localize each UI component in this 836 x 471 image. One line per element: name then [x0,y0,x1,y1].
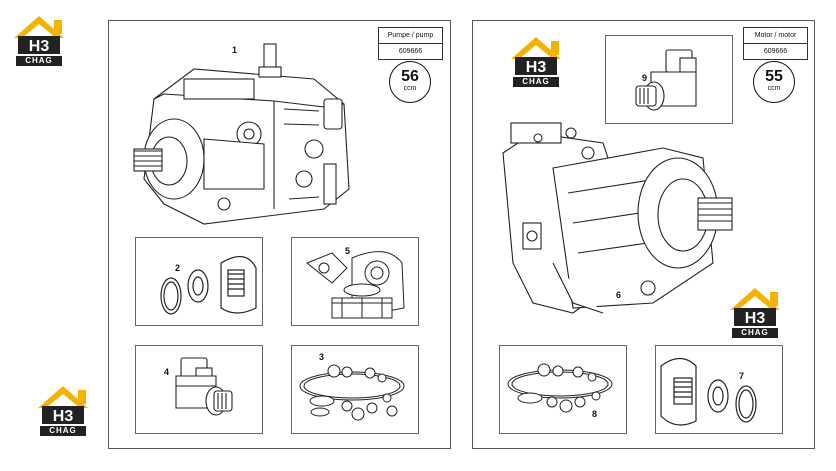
motor-sheet: Motor / motor 609666 55 ccm H3 CHAG [472,20,815,449]
motor-callout: 7 [739,371,745,381]
detail-frame-solenoid-motor: 9 [605,35,733,124]
motor-header-box: Motor / motor 609666 [743,27,808,60]
motor-assembly-drawing [502,122,733,314]
pump-sheet: Pumpe / pump 609666 56 ccm [108,20,451,449]
brand-logo-text: CHAG [25,56,53,65]
motor-header-title: Motor / motor [744,28,807,44]
brand-logo-text: CHAG [741,328,769,337]
brand-logo: H3 CHAG [726,286,784,340]
brand-logo: H3 CHAG [34,384,92,438]
detail-frame-seal-kit-motor: 8 [499,345,627,434]
brand-logo-icon: H3 [511,37,561,87]
detail-frame-circlip-pump: 2 [135,237,263,326]
detail-frame-seal-plate: 5 [291,237,419,326]
detail-frame-seal-kit-pump: 3 [291,345,419,434]
circlip-drawing [660,357,757,426]
brand-logo: H3 CHAG [507,35,565,89]
motor-displacement-badge: 55 ccm [753,61,795,103]
seal-plate-drawing [306,251,405,319]
seal-kit-drawing [507,363,613,413]
brand-logo-icon: H3 [730,288,780,338]
motor-displacement-unit: ccm [767,85,781,92]
brand-logo-text: CHAG [522,77,550,86]
brand-logo-icon: H3 [38,386,88,436]
brand-logo-icon: H3 [14,16,64,66]
brand-logo-text: CHAG [49,426,77,435]
motor-callout: 9 [642,73,648,83]
svg-text:H3: H3 [745,310,766,327]
pump-callout: 4 [164,367,170,377]
pump-callout: 1 [232,45,238,55]
detail-frame-circlip-motor: 7 [655,345,783,434]
pump-header-box: Pumpe / pump 609666 [378,27,443,60]
pump-displacement-unit: ccm [403,85,417,92]
motor-callout: 8 [592,409,598,419]
motor-callout: 6 [616,290,622,300]
motor-displacement-value: 55 [765,68,783,85]
pump-header-code: 609666 [398,48,423,55]
pump-callout: 2 [175,263,181,273]
pump-callout: 5 [345,246,351,256]
circlip-drawing [160,256,257,315]
pump-callout: 3 [319,352,325,362]
svg-text:H3: H3 [526,59,547,76]
solenoid-drawing [635,49,697,111]
pump-displacement-badge: 56 ccm [389,61,431,103]
pump-assembly-drawing [133,43,350,225]
brand-logo: H3 CHAG [10,14,68,68]
svg-text:H3: H3 [29,38,50,55]
svg-text:H3: H3 [53,408,74,425]
pump-header-title: Pumpe / pump [379,28,442,44]
motor-header-code: 609666 [763,48,788,55]
seal-kit-drawing [299,364,405,421]
solenoid-drawing [175,357,233,416]
pump-displacement-value: 56 [401,68,419,85]
detail-frame-solenoid-pump: 4 [135,345,263,434]
